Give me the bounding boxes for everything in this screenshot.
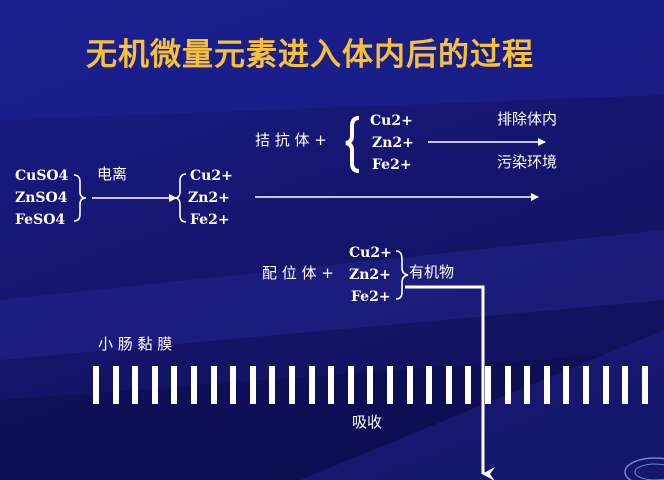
ion-zn-antagonist: Zn2+ [372, 135, 414, 151]
absorb-label: 吸收 [352, 413, 383, 431]
ion-cu-ligand: Cu2+ [349, 245, 392, 261]
mucosa-bar [446, 366, 452, 404]
mucosa-bar [563, 366, 569, 404]
mucosa-bar [387, 366, 393, 404]
mucosa-bar [348, 366, 354, 404]
mucosa-bar [583, 366, 589, 404]
ion-cu-mid: Cu2+ [190, 168, 233, 184]
outcome-excrete: 排除体内 [497, 110, 558, 128]
mucosa-bar [309, 366, 315, 404]
mucosa-bar [622, 366, 628, 404]
ionize-label: 电离 [97, 165, 128, 183]
intestinal-mucosa-bars [0, 366, 664, 406]
mucosa-bar [171, 366, 177, 404]
mucosa-bar [407, 366, 413, 404]
ion-fe-ligand: Fe2+ [351, 289, 391, 305]
mucosa-bar [289, 366, 295, 404]
mucosa-bar [367, 366, 373, 404]
ion-fe-antagonist: Fe2+ [372, 157, 412, 173]
mucosa-bar [191, 366, 197, 404]
salt-cuso4: CuSO4 [15, 168, 69, 184]
ion-zn-mid: Zn2+ [188, 190, 230, 206]
mucosa-bar [524, 366, 530, 404]
organic-complex-label: 有机物 [409, 263, 455, 281]
brace-salts [73, 174, 87, 222]
brace-ligand [395, 250, 409, 300]
mucosa-label: 小 肠 黏 膜 [98, 335, 173, 353]
mucosa-bar [230, 366, 236, 404]
outcome-pollute: 污染环境 [497, 153, 558, 171]
mucosa-bar [269, 366, 275, 404]
salt-znso4: ZnSO4 [15, 190, 68, 206]
mucosa-bar [603, 366, 609, 404]
mucosa-bar [132, 366, 138, 404]
salt-feso4: FeSO4 [15, 212, 66, 228]
mucosa-bar [250, 366, 256, 404]
mucosa-bar [328, 366, 334, 404]
mucosa-bar [113, 366, 119, 404]
page-title: 无机微量元素进入体内后的过程 [86, 37, 534, 73]
brace-antagonist [345, 116, 360, 173]
ligand-label: 配 位 体 + [262, 264, 334, 282]
mucosa-bar [642, 366, 648, 404]
brace-ions-mid [174, 173, 187, 223]
mucosa-bar [152, 366, 158, 404]
mucosa-bar [211, 366, 217, 404]
ion-cu-antagonist: Cu2+ [370, 113, 413, 129]
mucosa-bar [485, 366, 491, 404]
ion-fe-mid: Fe2+ [190, 212, 230, 228]
mucosa-bar [426, 366, 432, 404]
mucosa-bar [465, 366, 471, 404]
mucosa-bar [93, 366, 99, 404]
antagonist-label: 拮 抗 体 + [255, 131, 327, 149]
absorb-path [405, 285, 495, 480]
mucosa-bar [505, 366, 511, 404]
mucosa-bar [544, 366, 550, 404]
ion-zn-ligand: Zn2+ [349, 267, 391, 283]
